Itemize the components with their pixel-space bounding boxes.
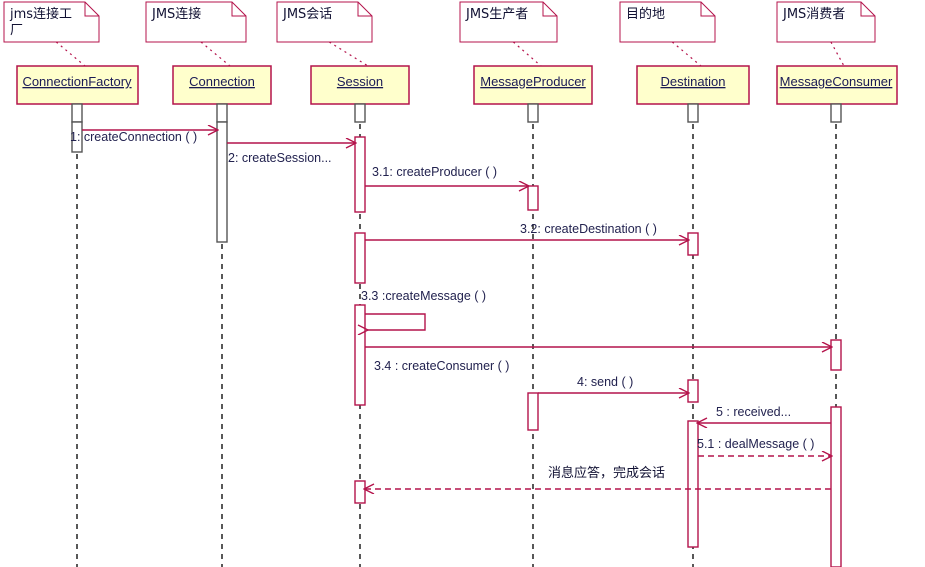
self-message-arrow [365, 313, 426, 330]
msg-1[interactable]: 1: createConnection ( ) [70, 130, 217, 144]
note-connectionfactory-label-line2: 厂 [10, 23, 23, 38]
lifeline-label: MessageProducer [480, 74, 586, 89]
message-layer: 1: createConnection ( ) 2: createSession.… [70, 130, 831, 489]
activation-bar-session [354, 480, 366, 504]
note-anchor [830, 41, 845, 67]
activation-bar-connection [216, 103, 228, 123]
note-connectionfactory-label: jms连接工 [9, 6, 72, 22]
msg-5-1[interactable]: 5.1 : dealMessage ( ) [697, 437, 831, 456]
note-destination: 目的地 [619, 1, 716, 43]
lifeline-box[interactable] [310, 65, 410, 105]
msg-3-3[interactable]: 3.3 :createMessage ( ) [361, 289, 486, 330]
msg-3-4-label: 3.4 : createConsumer ( ) [374, 359, 509, 373]
lifeline-box[interactable] [473, 65, 593, 105]
activation-bar-messageconsumer [830, 406, 842, 567]
msg-5-label: 5 : received... [716, 405, 791, 419]
note-anchor [55, 41, 86, 67]
note-connection-label: JMS连接 [151, 6, 201, 22]
lifeline-messageproducer: MessageProducer [473, 41, 593, 567]
note-anchor [328, 41, 369, 67]
note-anchor [512, 41, 542, 67]
msg-return-label: 消息应答，完成会话 [548, 465, 665, 481]
note-destination-label: 目的地 [626, 6, 665, 22]
note-anchor [671, 41, 702, 67]
activation-bar-destination [687, 103, 699, 123]
note-messageconsumer-label: JMS消费者 [782, 7, 845, 22]
note-messageproducer-label: JMS生产者 [465, 7, 528, 22]
lifeline-label: Connection [189, 74, 255, 89]
activation-layer [71, 103, 842, 567]
activation-bar-connectionfactory [71, 103, 83, 123]
activation-bar-messageproducer [527, 103, 539, 123]
msg-1-label: 1: createConnection ( ) [70, 130, 197, 144]
note-messageproducer: JMS生产者 [459, 1, 558, 43]
activation-bar-session [354, 232, 366, 284]
lifeline-connectionfactory: ConnectionFactory [16, 41, 139, 567]
msg-4-label: 4: send ( ) [577, 375, 633, 389]
activation-bar-session [354, 103, 366, 123]
lifeline-label: ConnectionFactory [22, 74, 132, 89]
note-session-label: JMS会话 [282, 7, 332, 22]
activation-bar-connection [216, 121, 228, 243]
msg-5[interactable]: 5 : received... [698, 405, 831, 423]
lifeline-label: MessageConsumer [780, 74, 893, 89]
msg-5-1-label: 5.1 : dealMessage ( ) [697, 437, 814, 451]
activation-bar-destination [687, 232, 699, 256]
msg-4[interactable]: 4: send ( ) [538, 375, 688, 393]
lifeline-box[interactable] [636, 65, 750, 105]
note-connection: JMS连接 [145, 1, 247, 43]
msg-3-3-label: 3.3 :createMessage ( ) [361, 289, 486, 303]
activation-bar-destination [687, 379, 699, 403]
msg-2[interactable]: 2: createSession... [227, 143, 355, 165]
activation-bar-messageproducer [527, 392, 539, 431]
note-anchor [200, 41, 231, 67]
lifeline-layer: ConnectionFactory Connection Session Messag… [16, 41, 898, 567]
msg-2-label: 2: createSession... [228, 151, 332, 165]
lifeline-destination: Destination [636, 41, 750, 567]
activation-bar-destination [687, 420, 699, 548]
activation-bar-messageproducer [527, 185, 539, 211]
lifeline-label: Destination [660, 74, 725, 89]
activation-bar-messageconsumer [830, 339, 842, 371]
msg-3-2-label: 3.2: createDestination ( ) [520, 222, 657, 236]
msg-3-2[interactable]: 3.2: createDestination ( ) [365, 222, 688, 240]
note-messageconsumer: JMS消费者 [776, 1, 876, 43]
note-session: JMS会话 [276, 1, 373, 43]
activation-bar-session [354, 136, 366, 213]
msg-3-1-label: 3.1: createProducer ( ) [372, 165, 497, 179]
msg-3-4[interactable]: 3.4 : createConsumer ( ) [365, 347, 831, 373]
lifeline-messageconsumer: MessageConsumer [776, 41, 898, 567]
msg-return[interactable]: 消息应答，完成会话 [365, 465, 831, 489]
lifeline-box[interactable] [776, 65, 898, 105]
lifeline-label: Session [337, 74, 383, 89]
msg-3-1[interactable]: 3.1: createProducer ( ) [365, 165, 528, 186]
activation-bar-messageconsumer [830, 103, 842, 123]
lifeline-connection: Connection [172, 41, 272, 567]
activation-bar-connectionfactory [71, 121, 83, 153]
activation-bar-session [354, 304, 366, 406]
